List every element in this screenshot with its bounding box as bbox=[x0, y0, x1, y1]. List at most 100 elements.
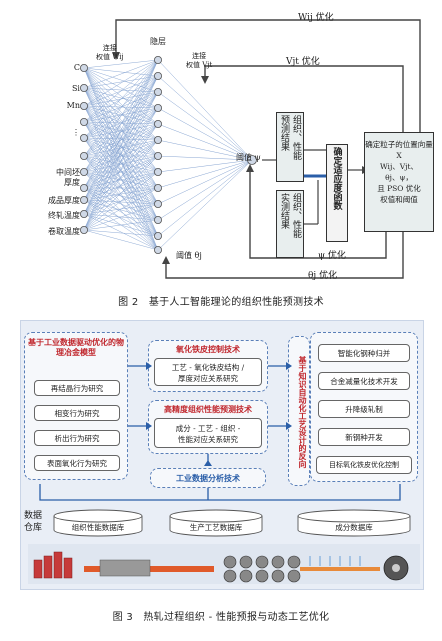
input-hidden-connection bbox=[83, 123, 159, 231]
process-db: 生产工艺数据库 bbox=[189, 523, 243, 532]
precipitation-item: 析出行为研究 bbox=[34, 430, 120, 446]
hidden-node bbox=[153, 167, 162, 176]
input-label-finish-temp: 终轧温度 bbox=[48, 211, 80, 220]
new-steel-item: 新钢种开发 bbox=[318, 428, 410, 446]
input-node bbox=[80, 151, 89, 160]
input-hidden-connection bbox=[83, 75, 159, 139]
input-hidden-connection bbox=[83, 75, 159, 231]
fitness-function-box: 确定适应度函数 bbox=[326, 144, 348, 242]
hidden-node bbox=[153, 183, 162, 192]
recrystallization-item: 再结晶行为研究 bbox=[34, 380, 120, 396]
input-hidden-connection bbox=[83, 155, 159, 201]
input-hidden-connection bbox=[83, 199, 159, 221]
threshold-psi-label: 阈值 ψ bbox=[236, 153, 261, 162]
data-warehouse-label: 数据 仓库 bbox=[24, 511, 43, 533]
hidden-output-connection bbox=[157, 75, 253, 161]
hidden-node bbox=[153, 56, 162, 65]
hidden-node bbox=[153, 199, 162, 208]
hidden-node bbox=[153, 215, 162, 224]
input-node bbox=[80, 102, 89, 111]
input-hidden-connection bbox=[83, 75, 159, 189]
fig2-caption: 图 2 基于人工智能理论的组织性能预测技术 bbox=[118, 297, 324, 308]
measured-result-box: 组织、性能 实测结果 bbox=[276, 190, 304, 258]
input-hidden-connection bbox=[83, 59, 159, 107]
oxide-target-item: 目标氧化铁皮优化控制 bbox=[316, 456, 412, 474]
nn-diagram-svg bbox=[80, 19, 421, 279]
opt-theta-label: θj 优化 bbox=[308, 271, 338, 281]
hidden-output-connection bbox=[157, 159, 253, 221]
hidden-node bbox=[153, 135, 162, 144]
input-hidden-connection bbox=[83, 67, 159, 221]
input-node bbox=[80, 167, 89, 176]
input-hidden-connection bbox=[83, 59, 159, 69]
hidden-output-connection bbox=[157, 159, 253, 173]
hidden-node bbox=[153, 120, 162, 129]
hidden-output-connection bbox=[157, 123, 253, 161]
input-label-product-thickness: 成品厚度 bbox=[48, 196, 80, 205]
input-label-c: C bbox=[73, 63, 80, 72]
input-hidden-connection bbox=[83, 171, 159, 201]
input-node bbox=[80, 84, 89, 93]
grade-shift-rolling-item: 升降级轧制 bbox=[318, 400, 410, 418]
predict-result-box: 组织、性能 预测结果 bbox=[276, 112, 304, 182]
input-hidden-connection bbox=[83, 91, 159, 201]
input-hidden-connection bbox=[83, 87, 159, 157]
input-hidden-connection bbox=[83, 59, 159, 215]
input-hidden-connection bbox=[83, 137, 159, 189]
hidden-layer-label: 隐层 bbox=[150, 37, 166, 46]
input-hidden-connection bbox=[83, 67, 159, 77]
input-label-ellipsis: ⋮ bbox=[72, 128, 80, 137]
input-hidden-connection bbox=[83, 107, 159, 201]
hidden-output-connection bbox=[157, 159, 253, 251]
input-hidden-connection bbox=[83, 87, 159, 141]
input-hidden-connection bbox=[83, 91, 159, 189]
oxide-structure-item: 工艺 - 氧化铁皮结构 / 厚度对应关系研究 bbox=[154, 358, 262, 386]
input-hidden-connection bbox=[83, 137, 159, 141]
microstructure-db: 组织性能数据库 bbox=[71, 523, 125, 532]
pso-box: 确定粒子的位置向量 X Wij、Vjt、 θj、ψ， 且 PSO 优化 权值和阈… bbox=[364, 132, 434, 232]
hidden-node bbox=[153, 104, 162, 113]
composition-db: 成分数据库 bbox=[335, 523, 373, 532]
property-prediction-title: 高精度组织性能预测技术 bbox=[164, 405, 252, 414]
input-hidden-connection bbox=[83, 155, 159, 231]
input-hidden-connection bbox=[83, 229, 159, 251]
loop-theta-line bbox=[165, 232, 404, 279]
loop-w-line bbox=[115, 19, 421, 220]
input-hidden-connection bbox=[83, 87, 159, 93]
input-hidden-connection bbox=[83, 187, 159, 231]
input-hidden-connection bbox=[83, 91, 159, 139]
hidden-output-connection bbox=[157, 59, 253, 161]
hidden-node bbox=[153, 72, 162, 81]
composition-process-item: 成分 - 工艺 - 组织 - 性能对应关系研究 bbox=[154, 418, 262, 448]
input-hidden-connection bbox=[83, 107, 159, 231]
input-hidden-connection bbox=[83, 59, 159, 157]
weight-w-label: 连接 权值 Wij bbox=[96, 44, 124, 61]
input-label-mn: Mn bbox=[66, 101, 80, 110]
input-label-si: Si bbox=[71, 84, 80, 93]
input-hidden-connection bbox=[83, 219, 159, 231]
opt-psi-label: ψ 优化 bbox=[318, 251, 346, 261]
hidden-output-connection bbox=[157, 159, 253, 205]
fig3-caption: 图 3 热轧过程组织 - 性能预报与动态工艺优化 bbox=[112, 612, 330, 623]
opt-w-label: Wij 优化 bbox=[298, 13, 334, 23]
input-hidden-connection bbox=[83, 59, 159, 231]
input-hidden-connection bbox=[83, 75, 159, 89]
hidden-node bbox=[153, 88, 162, 97]
hidden-output-connection bbox=[157, 155, 253, 161]
input-hidden-connection bbox=[83, 59, 159, 189]
input-hidden-connection bbox=[83, 139, 159, 189]
input-hidden-connection bbox=[83, 137, 159, 221]
input-hidden-connection bbox=[83, 59, 159, 173]
hidden-output-connection bbox=[157, 159, 253, 237]
input-hidden-connection bbox=[83, 59, 159, 89]
input-label-intermediate-thickness: 中间坯 厚度 bbox=[56, 168, 80, 187]
loop-psi-line bbox=[249, 170, 387, 259]
hidden-node bbox=[153, 231, 162, 240]
phase-transformation-item: 相变行为研究 bbox=[34, 405, 120, 421]
input-hidden-connection bbox=[83, 123, 159, 189]
input-hidden-connection bbox=[83, 187, 159, 201]
input-node bbox=[80, 195, 89, 204]
reverse-design-title: 基于知识自动化工艺设计的反向 bbox=[298, 356, 307, 468]
